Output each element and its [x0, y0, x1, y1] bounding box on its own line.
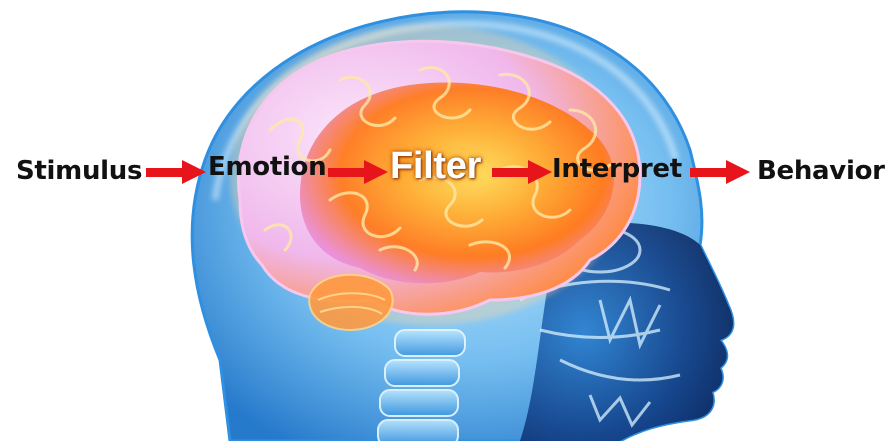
step-behavior: Behavior: [757, 156, 885, 186]
arrow-right-icon: [492, 160, 552, 184]
arrow-right-icon: [690, 160, 750, 184]
arrow-right-icon: [146, 160, 206, 184]
step-stimulus: Stimulus: [16, 156, 142, 186]
step-interpret: Interpret: [552, 154, 682, 184]
step-emotion: Emotion: [208, 152, 326, 182]
arrow-right-icon: [328, 160, 388, 184]
cerebellum: [309, 275, 392, 330]
step-filter: Filter: [390, 146, 481, 186]
